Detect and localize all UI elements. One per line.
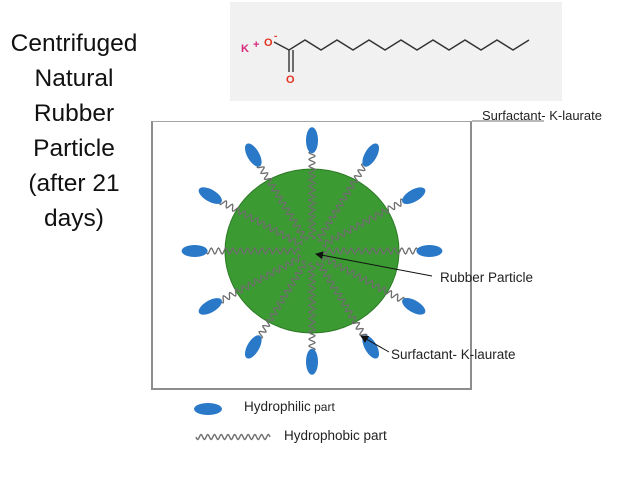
hydrophobic-tail [317, 163, 366, 242]
legend-hydrophilic-text: Hydrophilic [244, 399, 311, 414]
carbon-chain [288, 39, 530, 51]
hydrophilic-head [181, 245, 208, 257]
hydrophobic-tail [308, 150, 316, 240]
carbon-oxygen-bond [273, 41, 290, 51]
hydrophilic-head [362, 143, 380, 167]
hydrophilic-head [306, 348, 318, 375]
title-line: days) [44, 205, 104, 232]
hydrophobic-tail [256, 164, 309, 241]
hydrophilic-head [402, 297, 426, 315]
legend-hydrophilic-icon [194, 403, 222, 415]
chain-bonds [288, 39, 530, 51]
rubber-particle-label: Rubber Particle [440, 270, 534, 285]
potassium-label: K [241, 43, 249, 55]
legend-hydrophilic-suffix: part [310, 400, 335, 414]
k-laurate-structure-panel: K + O - O [230, 2, 562, 101]
hydrophilic-head [402, 187, 426, 205]
hydrophilic-head [244, 335, 262, 359]
hydrophilic-head [198, 298, 222, 315]
oxygen-double-label: O [286, 74, 295, 86]
hydrophilic-head [416, 245, 443, 257]
formula-caption: Surfactant- K-laurate [482, 108, 602, 123]
surfactant-label: Surfactant- K-laurate [391, 347, 516, 362]
potassium-charge: + [253, 39, 259, 51]
hydrophobic-tails [205, 150, 419, 352]
hydrophobic-tail [323, 247, 419, 255]
title-line: Rubber [33, 100, 115, 127]
surfactant-arrow [360, 335, 390, 353]
hydrophobic-tail [315, 261, 368, 338]
hydrophilic-head [198, 187, 222, 204]
hydrophobic-tail [205, 247, 301, 255]
hydrophobic-tail [321, 256, 405, 302]
diagram-frame [151, 121, 472, 390]
legend-hydrophobic-icon [195, 433, 271, 441]
oxygen-single-label: O [264, 37, 273, 49]
title-line: Centrifuged [10, 30, 138, 57]
hydrophilic-heads [181, 127, 443, 375]
hydrophobic-tail [219, 254, 302, 304]
rubber-particle [224, 168, 400, 334]
slide-title: Centrifuged Natural Rubber Particle (aft… [0, 26, 148, 236]
hydrophobic-tail [219, 200, 303, 246]
title-line: Particle [33, 135, 115, 162]
title-line: (after 21 [28, 170, 120, 197]
hydrophilic-head [244, 143, 262, 167]
oxygen-charge: - [274, 31, 277, 42]
hydrophobic-tail [322, 198, 405, 248]
hydrophobic-tail [258, 260, 307, 339]
hydrophilic-head [306, 127, 318, 154]
hydrophobic-tail [308, 262, 316, 352]
legend-hydrophobic-label: Hydrophobic part [284, 428, 387, 443]
rubber-particle-arrow [315, 251, 433, 277]
k-laurate-structure: K + O - O [241, 31, 530, 86]
legend-hydrophilic-label: Hydrophilic part [244, 399, 335, 414]
title-line: Natural [34, 65, 114, 92]
